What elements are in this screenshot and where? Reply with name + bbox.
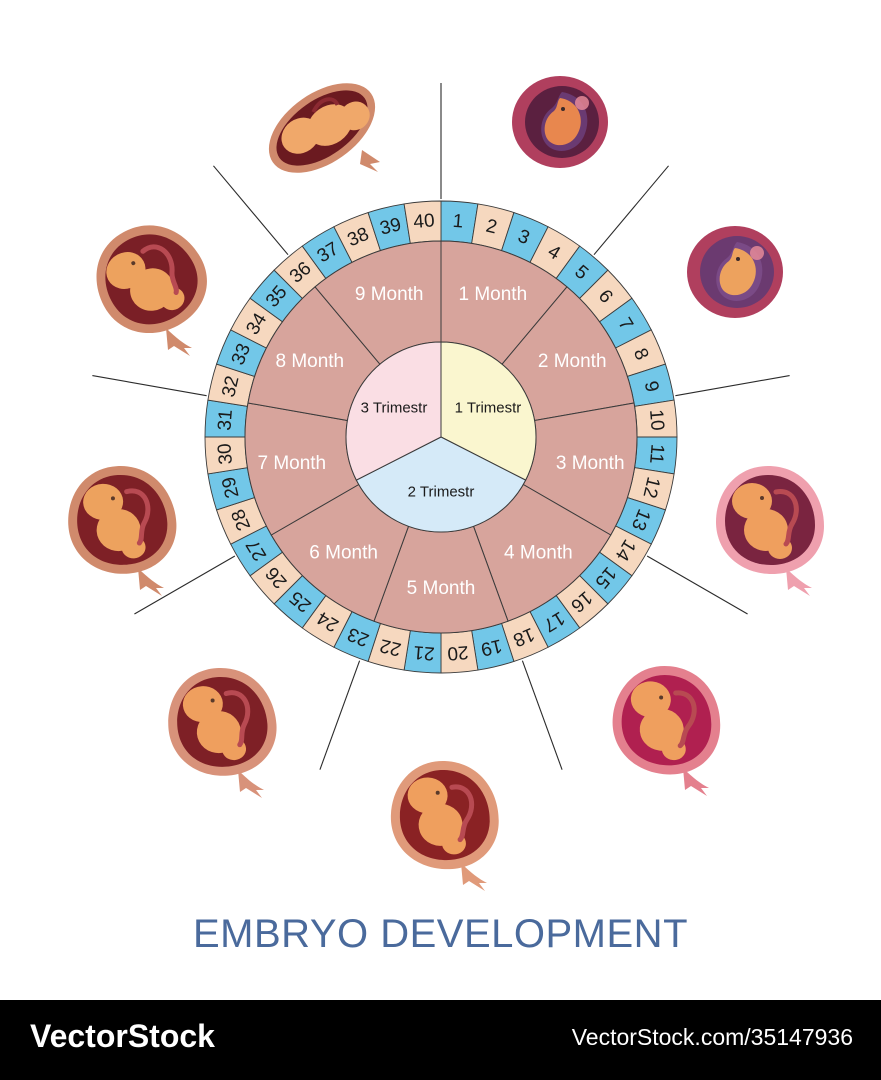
umbilical-cord <box>223 690 251 748</box>
eye <box>110 496 115 501</box>
embryo-month-2 <box>687 226 783 318</box>
week-label: 32 <box>218 374 243 399</box>
cervix-tail <box>461 863 487 891</box>
connector-line <box>213 165 289 256</box>
embryo-body <box>719 248 756 296</box>
embryo-body <box>544 98 581 146</box>
cord-tail <box>360 150 380 172</box>
month-label: 2 Month <box>538 351 607 372</box>
month-label: 5 Month <box>407 578 476 599</box>
embryo-month-6 <box>168 668 277 798</box>
page-title: EMBRYO DEVELOPMENT <box>192 912 689 956</box>
week-label: 22 <box>378 634 403 659</box>
eye <box>131 261 136 266</box>
month-ring: 1 Month 2 Month 3 Month 4 Month 5 Month 6 Mon… <box>244 240 638 634</box>
trimester-label: 2 Trimestr <box>408 484 475 501</box>
month-label: 3 Month <box>556 453 625 474</box>
cervix-tail <box>138 568 164 596</box>
embryo-month-4 <box>612 666 721 796</box>
cervix-tail <box>683 768 709 796</box>
eye <box>760 496 764 500</box>
sac-group <box>168 668 277 776</box>
connector-line <box>675 374 790 397</box>
week-label: 39 <box>378 214 403 239</box>
sac-group <box>612 666 721 775</box>
week-label: 20 <box>447 641 470 664</box>
eye <box>736 257 740 261</box>
connector-line <box>646 555 748 615</box>
umbilical-cord <box>140 244 179 296</box>
eye <box>561 107 565 111</box>
week-label: 40 <box>413 210 436 233</box>
cervix-tail <box>786 568 812 596</box>
month-label: 6 Month <box>309 543 378 564</box>
embryo-month-7 <box>68 466 177 596</box>
embryo-month-3 <box>716 466 824 596</box>
connector-line <box>521 660 563 770</box>
week-label: 29 <box>218 475 243 500</box>
month-label: 8 Month <box>275 351 344 372</box>
week-label: 21 <box>413 641 436 664</box>
umbilical-cord <box>673 690 697 749</box>
connector-line <box>593 165 669 256</box>
trimester-segment <box>440 341 537 481</box>
footer-bar: VectorStock VectorStock.com/35147936 <box>0 1000 881 1080</box>
week-label: 12 <box>638 475 663 500</box>
cervix-tail <box>166 328 192 356</box>
trimester-segment <box>355 436 527 533</box>
week-label: 9 <box>640 379 663 394</box>
sac-group <box>68 466 177 574</box>
eye <box>659 695 664 700</box>
cervix-tail <box>238 770 264 798</box>
embryo-month-8 <box>96 225 207 356</box>
sac-group <box>96 225 207 333</box>
umbilical-cord <box>449 784 474 843</box>
eye <box>435 790 440 795</box>
month-label: 7 Month <box>257 453 326 474</box>
trimester-ring: 1 Trimestr 2 Trimestr 3 Trimestr <box>345 341 537 533</box>
embryo-month-5 <box>390 761 499 891</box>
yolk-sac <box>750 246 764 260</box>
month-label: 4 Month <box>504 543 573 564</box>
sac-group <box>716 466 824 574</box>
umbilical-cord <box>773 489 799 547</box>
embryo-illustrations-group <box>68 76 824 891</box>
sac-group <box>390 761 499 870</box>
week-label: 10 <box>645 409 668 432</box>
connector-line <box>319 660 361 770</box>
week-label: 2 <box>484 216 499 239</box>
umbilical-cord <box>124 488 151 546</box>
connector-line <box>92 374 207 397</box>
umbilical-cord <box>311 97 340 114</box>
week-label: 1 <box>452 211 464 233</box>
week-label: 30 <box>214 443 237 466</box>
trimester-label: 3 Trimestr <box>361 400 428 417</box>
connector-lines-group <box>92 83 790 770</box>
eye <box>210 698 215 703</box>
vectorstock-logo: VectorStock <box>30 1018 215 1054</box>
month-label: 9 Month <box>355 284 424 305</box>
trimester-label: 1 Trimestr <box>455 400 522 417</box>
embryo-month-1 <box>512 76 608 168</box>
embryo-month-9 <box>268 83 380 173</box>
week-label: 31 <box>214 409 237 432</box>
week-label: 19 <box>479 634 504 659</box>
legs <box>160 287 185 311</box>
connector-line <box>134 555 236 615</box>
vectorstock-url: VectorStock.com/35147936 <box>571 1024 853 1050</box>
yolk-sac <box>575 96 589 110</box>
trimester-segment <box>345 341 442 481</box>
sac-group <box>268 83 376 173</box>
head <box>630 681 671 718</box>
month-label: 1 Month <box>458 284 527 305</box>
week-label: 11 <box>645 443 667 464</box>
limbs <box>340 101 370 131</box>
